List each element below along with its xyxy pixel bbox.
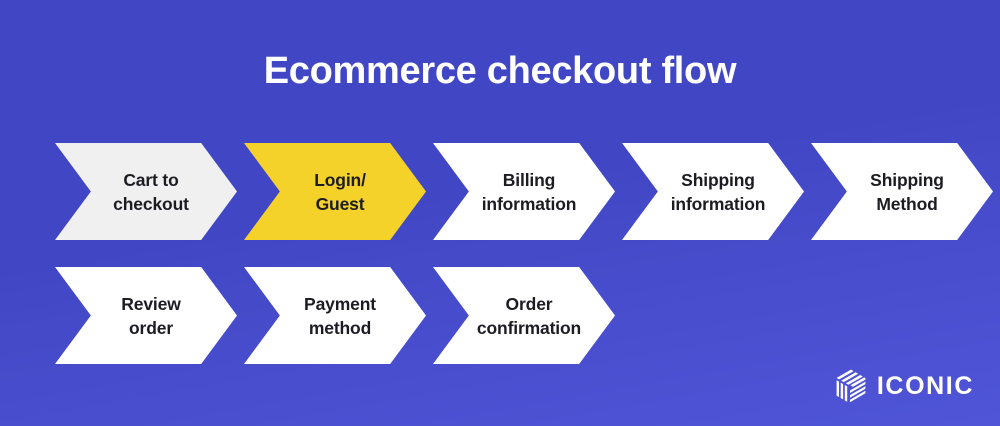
flow-step-label: Review order xyxy=(121,293,181,338)
flow-step-review-order[interactable]: Review order xyxy=(55,267,237,364)
flow-step-label: Billing information xyxy=(481,169,577,214)
flow-step-label: Login/ Guest xyxy=(314,169,366,214)
page-title: Ecommerce checkout flow xyxy=(263,50,737,92)
flow-step-login-guest[interactable]: Login/ Guest xyxy=(244,143,426,240)
flow-step-payment-method[interactable]: Payment method xyxy=(244,267,426,364)
flow-step-shipping-information[interactable]: Shipping information xyxy=(622,143,804,240)
flow-step-label: Shipping information xyxy=(670,169,766,214)
flow-step-label: Shipping Method xyxy=(870,169,944,214)
flow-step-cart-to-checkout[interactable]: Cart to checkout xyxy=(55,143,237,240)
flow-row-2: Review order Payment method Order confir… xyxy=(55,267,615,364)
flow-step-label: Payment method xyxy=(304,293,376,338)
flow-step-shipping-method[interactable]: Shipping Method xyxy=(811,143,993,240)
flow-row-1: Cart to checkout Login/ Guest Billing in… xyxy=(55,143,993,240)
flow-step-order-confirmation[interactable]: Order confirmation xyxy=(433,267,615,364)
flow-step-label: Order confirmation xyxy=(476,293,582,338)
flow-step-billing-information[interactable]: Billing information xyxy=(433,143,615,240)
flow-step-label: Cart to checkout xyxy=(113,169,189,214)
iconic-cube-icon xyxy=(836,369,866,402)
logo-text: ICONIC xyxy=(876,371,974,400)
iconic-logo: ICONIC xyxy=(836,369,974,402)
